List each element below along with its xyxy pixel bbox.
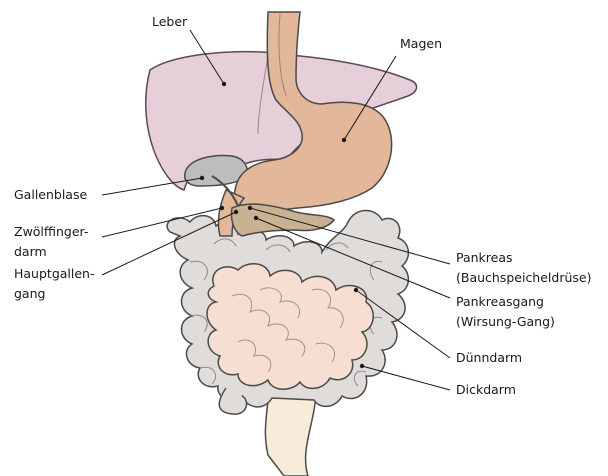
label-duenndarm: Dünndarm [456, 350, 522, 365]
label-pankreas-1: Pankreas [456, 250, 513, 265]
label-pankreas-2: (Bauchspeicheldrüse) [456, 270, 591, 285]
label-hauptgallengang-2: gang [14, 286, 45, 301]
label-leber: Leber [152, 14, 188, 29]
pancreas [231, 204, 334, 236]
label-zwoelffingerdarm-2: darm [14, 244, 47, 259]
label-gallenblase: Gallenblase [14, 187, 87, 202]
label-magen: Magen [400, 36, 442, 51]
label-dickdarm: Dickdarm [456, 382, 516, 397]
label-hauptgallengang-1: Hauptgallen- [14, 266, 94, 281]
label-pankreasgang-1: Pankreasgang [456, 294, 544, 309]
label-pankreasgang-2: (Wirsung-Gang) [456, 314, 555, 329]
label-zwoelffingerdarm-1: Zwölffinger- [14, 224, 88, 239]
